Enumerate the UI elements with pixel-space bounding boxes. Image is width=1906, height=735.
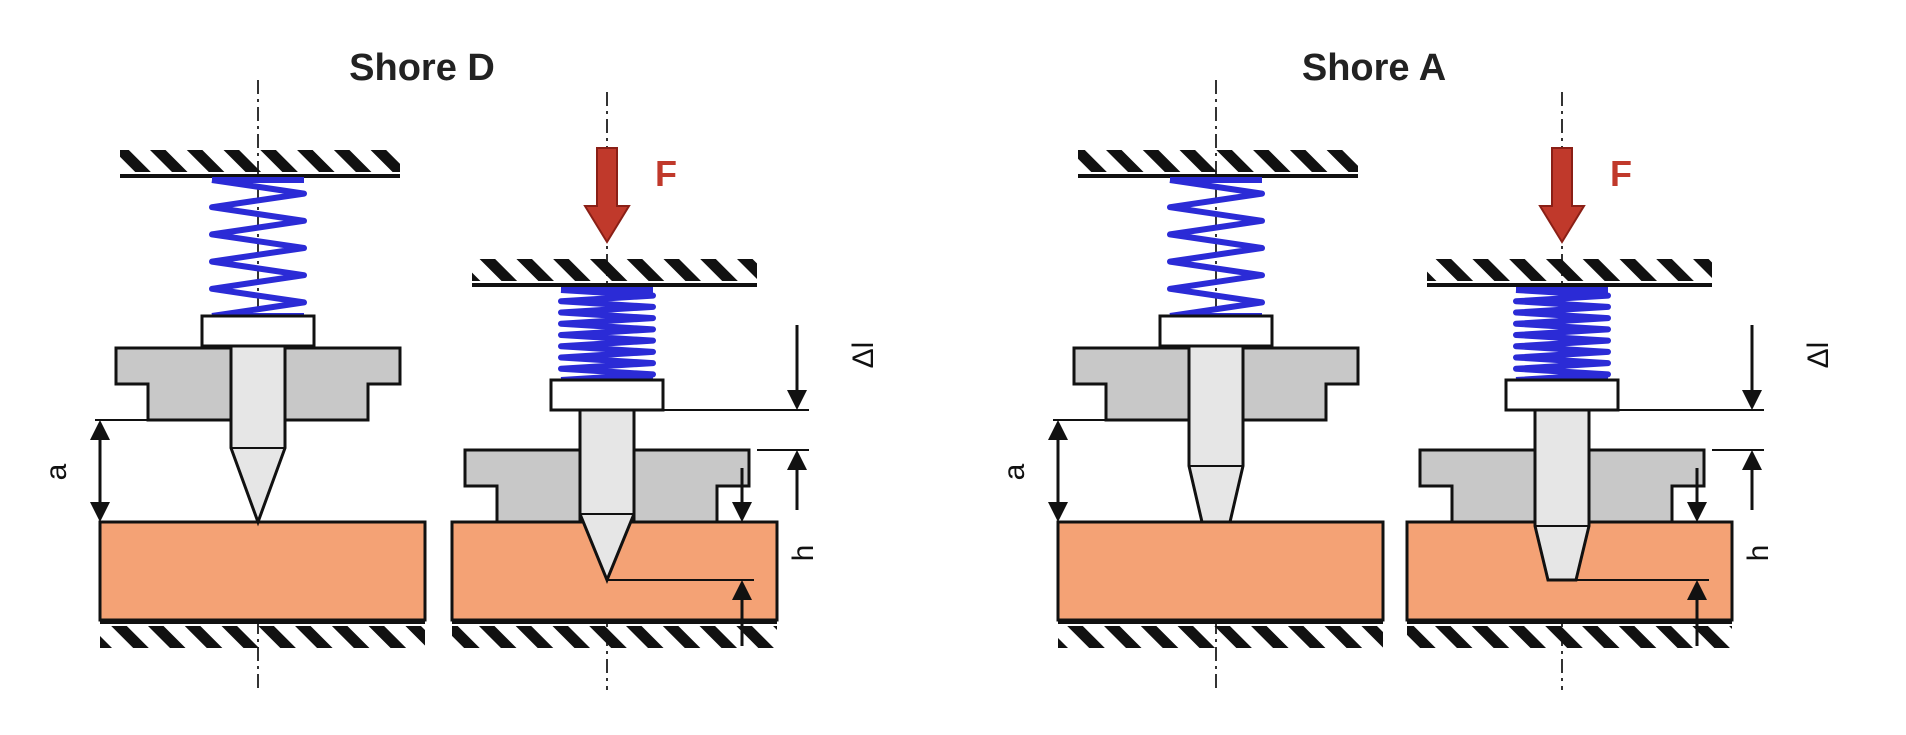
a-rest-indenter — [1187, 344, 1245, 524]
d-load-holder-right — [632, 448, 751, 524]
d-load-h-arrow-bottom — [732, 580, 752, 600]
force-label-d: F — [655, 153, 677, 194]
a-rest-a-arrow-bottom — [1048, 502, 1068, 522]
shore-a-rest-panel — [1048, 80, 1385, 690]
a-rest-holder-right — [1241, 346, 1360, 422]
d-load-indenter — [578, 408, 636, 584]
d-rest-holder-left — [114, 346, 233, 422]
d-rest-a-arrow-bottom — [90, 502, 110, 522]
d-load-top-plate — [472, 259, 757, 281]
label-a-a: a — [998, 463, 1031, 480]
a-rest-spring — [1167, 177, 1265, 319]
a-load-h-arrow-bottom — [1687, 580, 1707, 600]
d-rest-spring-cap — [200, 314, 316, 348]
d-load-spring — [558, 287, 656, 383]
label-h-d: h — [787, 545, 820, 562]
d-load-h-arrow-top — [732, 502, 752, 522]
label-a-d: a — [40, 463, 73, 480]
d-rest-top-plate — [120, 150, 400, 172]
shore-a-loaded-panel — [1405, 92, 1764, 690]
d-rest-spring — [209, 177, 307, 319]
d-load-force-arrow — [583, 147, 631, 244]
a-load-dl-arrow-top — [1742, 390, 1762, 410]
d-load-dl-arrow-bottom — [787, 450, 807, 470]
a-rest-a-arrow-top — [1048, 420, 1068, 440]
d-load-holder-left — [463, 448, 582, 524]
a-load-force-arrow — [1538, 147, 1586, 244]
label-h-a: h — [1742, 545, 1775, 562]
a-load-holder-left — [1418, 448, 1537, 524]
a-load-h-arrow-top — [1687, 502, 1707, 522]
label-delta-l-a: Δl — [1802, 342, 1835, 369]
title-shore-d: Shore D — [349, 47, 495, 89]
d-load-sample-ground — [452, 626, 777, 648]
a-rest-sample — [1056, 520, 1385, 622]
a-load-sample-ground — [1407, 626, 1732, 648]
a-load-spring-cap — [1504, 378, 1620, 412]
a-rest-spring-cap — [1158, 314, 1274, 348]
a-rest-holder-left — [1072, 346, 1191, 422]
label-delta-l-d: Δl — [847, 342, 880, 369]
shore-d-loaded-panel — [450, 92, 809, 690]
a-load-spring — [1513, 287, 1611, 383]
a-load-holder-right — [1587, 448, 1706, 524]
a-load-dl-arrow-bottom — [1742, 450, 1762, 470]
d-rest-indenter — [229, 344, 287, 527]
title-shore-a: Shore A — [1302, 47, 1446, 89]
d-rest-sample — [98, 520, 427, 622]
d-rest-sample-ground — [100, 626, 425, 648]
shore-d-rest-panel — [90, 80, 427, 690]
a-load-top-plate — [1427, 259, 1712, 281]
force-label-a: F — [1610, 153, 1632, 194]
a-rest-sample-ground — [1058, 626, 1383, 648]
a-rest-top-plate — [1078, 150, 1358, 172]
a-load-indenter — [1533, 408, 1591, 582]
d-load-spring-cap — [549, 378, 665, 412]
d-load-dl-arrow-top — [787, 390, 807, 410]
d-rest-holder-right — [283, 346, 402, 422]
d-rest-a-arrow-top — [90, 420, 110, 440]
